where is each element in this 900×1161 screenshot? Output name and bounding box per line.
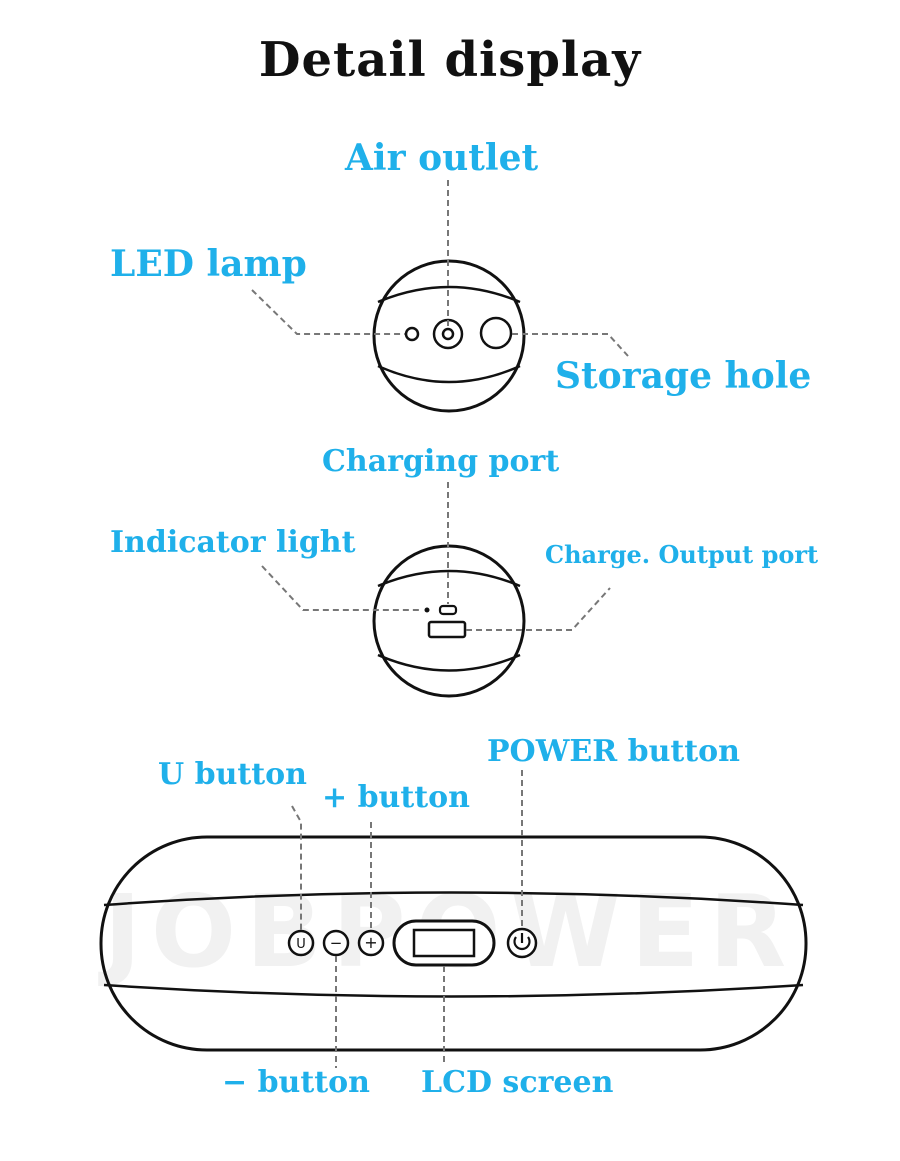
led-lamp-icon bbox=[404, 326, 420, 342]
label-air-outlet: Air outlet bbox=[345, 137, 539, 179]
storage-hole-leader bbox=[512, 333, 629, 357]
u-button-glyph: U bbox=[296, 937, 306, 952]
label-minus-button: − button bbox=[222, 1065, 370, 1100]
storage-hole-icon bbox=[479, 316, 513, 350]
u-button-leader bbox=[291, 805, 302, 930]
label-indicator-light: Indicator light bbox=[110, 525, 356, 560]
label-led-lamp: LED lamp bbox=[110, 243, 307, 285]
page-title: Detail display bbox=[258, 32, 642, 88]
output-port-icon bbox=[427, 620, 467, 639]
power-icon bbox=[513, 936, 531, 951]
label-storage-hole: Storage hole bbox=[555, 355, 812, 397]
indicator-light-icon bbox=[424, 607, 430, 613]
u-button[interactable] bbox=[287, 929, 315, 957]
label-lcd-screen: LCD screen bbox=[421, 1065, 614, 1100]
lcd-screen bbox=[392, 919, 496, 967]
power-button[interactable] bbox=[506, 927, 538, 959]
label-power-button: POWER button bbox=[487, 734, 740, 769]
charging-port-icon bbox=[438, 604, 458, 616]
label-plus-button: + button bbox=[322, 780, 470, 815]
minus-button-glyph: − bbox=[330, 934, 343, 952]
minus-button[interactable] bbox=[322, 929, 350, 957]
device-body bbox=[99, 835, 808, 1052]
label-charge-output-port: Charge. Output port bbox=[545, 540, 819, 569]
led-lamp-leader bbox=[251, 289, 405, 335]
indicator-light-leader bbox=[261, 565, 422, 611]
output-port-leader bbox=[466, 587, 611, 631]
label-charging-port: Charging port bbox=[322, 444, 560, 479]
plus-button[interactable] bbox=[357, 929, 385, 957]
label-u-button: U button bbox=[158, 757, 307, 792]
plus-button-glyph: + bbox=[364, 933, 377, 952]
